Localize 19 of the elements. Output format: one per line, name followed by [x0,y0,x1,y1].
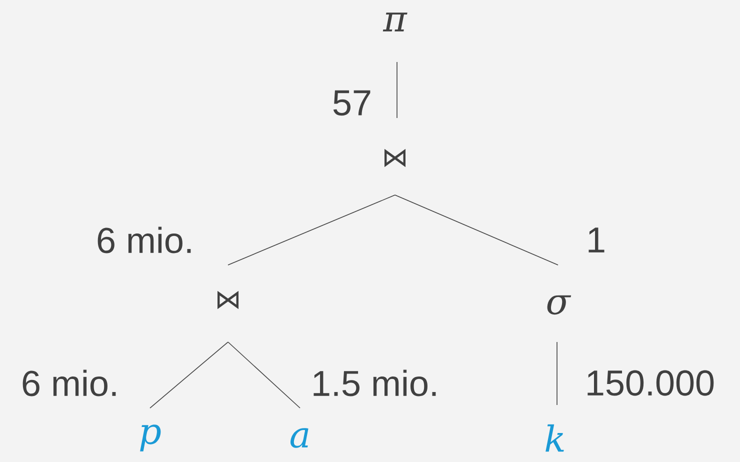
tree-edge [150,342,228,408]
tree-edge [396,62,398,118]
edge-label: 150.000 [588,370,714,396]
operator-symbol: ⋈ [218,290,238,310]
operator-symbol: π [382,12,408,32]
edge-label: 6 mio. [98,226,191,254]
operator-symbol: σ [547,295,572,315]
operator-symbol: k [546,424,564,452]
edge-label: 1 [588,228,604,252]
tree-edge [394,194,558,266]
edge-label: 6 mio. [22,370,116,396]
tree-edge [556,342,558,406]
tree-edge [228,194,396,266]
edge-label: 57 [333,90,370,116]
operator-symbol: p [140,424,161,452]
tree-edge [228,342,300,408]
operator-symbol: a [290,428,308,448]
edge-label: 1.5 mio. [314,370,436,396]
operator-symbol: ⋈ [384,148,406,168]
